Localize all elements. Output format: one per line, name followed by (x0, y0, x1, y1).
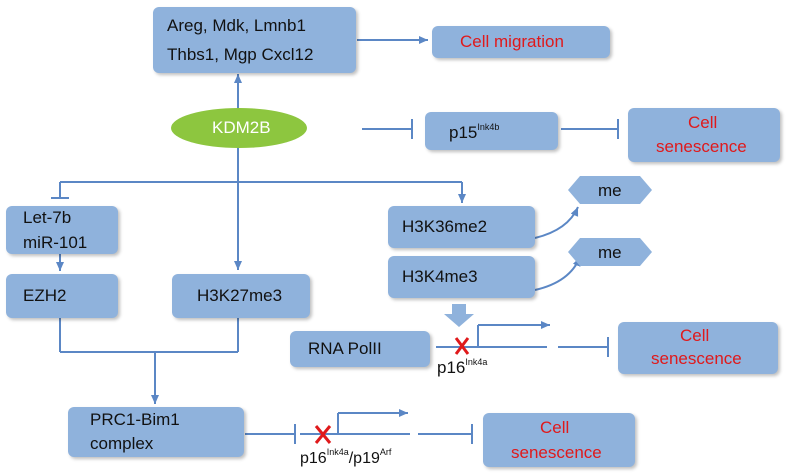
rna-polii-box: RNA PolII (290, 331, 430, 367)
gene-targets-line-1: Areg, Mdk, Lmnb1 (167, 16, 306, 35)
cell-senescence-1-line-1: Cell (688, 113, 718, 132)
thick-down-arrow (444, 304, 474, 327)
ezh2-box: EZH2 (6, 274, 118, 318)
edge-h3k36me2-to-me (534, 206, 579, 239)
cell-senescence-3-line-2: senescence (511, 443, 602, 462)
edge-h3k4me3-to-me (534, 256, 581, 291)
h3k36me2-label: H3K36me2 (402, 217, 488, 236)
h3k27me3-label: H3K27me3 (197, 286, 283, 305)
cell-senescence-2-line-1: Cell (680, 326, 710, 345)
gene-targets-line-2: Thbs1, Mgp Cxcl12 (167, 45, 314, 64)
h3k27me3-box: H3K27me3 (172, 274, 310, 318)
p15-main: p15 (449, 123, 478, 142)
p16-superscript: Ink4a (465, 357, 488, 367)
p16-main: p16 (437, 358, 466, 377)
h3k4me3-label: H3K4me3 (402, 267, 478, 286)
let7b-label: Let-7b (23, 208, 72, 227)
prc1-bim1-complex-box: PRC1-Bim1 complex (68, 407, 244, 457)
p15-label: p15Ink4b (449, 122, 499, 143)
h3k36me2-box: H3K36me2 (388, 206, 535, 248)
p16-gene-label: p16Ink4a (437, 357, 487, 378)
h3k4me3-box: H3K4me3 (388, 256, 535, 298)
p16p19-main-1: p16 (300, 450, 327, 467)
cell-migration-box: Cell migration (432, 26, 610, 58)
cell-migration-label: Cell migration (460, 32, 564, 51)
mir101-label: miR-101 (23, 233, 88, 252)
ezh2-label: EZH2 (23, 286, 67, 305)
me-label-1: me (598, 181, 622, 200)
p16p19-main-2: /p19 (348, 450, 380, 467)
prc1-line-2: complex (90, 434, 154, 453)
rna-polii-label: RNA PolII (308, 339, 382, 358)
me-label-2: me (598, 243, 622, 262)
block-x-gene2-b (314, 425, 332, 444)
p16p19-superscript-2: Arf (379, 447, 392, 457)
cell-senescence-box-3: Cell senescence (483, 413, 635, 467)
cell-senescence-1-line-2: senescence (656, 137, 747, 156)
p16-p19-gene-label: p16Ink4a/p19Arf (300, 447, 391, 468)
p16p19-superscript-1: Ink4a (326, 447, 349, 457)
prc1-line-1: PRC1-Bim1 (90, 410, 180, 429)
block-x-gene1-b (454, 337, 470, 355)
let7b-mir101-box: Let-7b miR-101 (6, 206, 118, 254)
p15-superscript: Ink4b (477, 122, 500, 132)
kdm2b-node-shape (171, 108, 307, 148)
cell-senescence-3-line-1: Cell (540, 418, 570, 437)
cell-senescence-box-2: Cell senescence (618, 322, 778, 374)
p15-box: p15Ink4b (425, 112, 558, 150)
cell-senescence-box-1: Cell senescence (628, 108, 780, 162)
me-node-2-shape (568, 238, 652, 266)
cell-senescence-2-line-2: senescence (651, 349, 742, 368)
gene-targets-box: Areg, Mdk, Lmnb1 Thbs1, Mgp Cxcl12 (153, 7, 356, 73)
me-node-1-shape (568, 176, 652, 204)
kdm2b-label: KDM2B (212, 118, 271, 137)
